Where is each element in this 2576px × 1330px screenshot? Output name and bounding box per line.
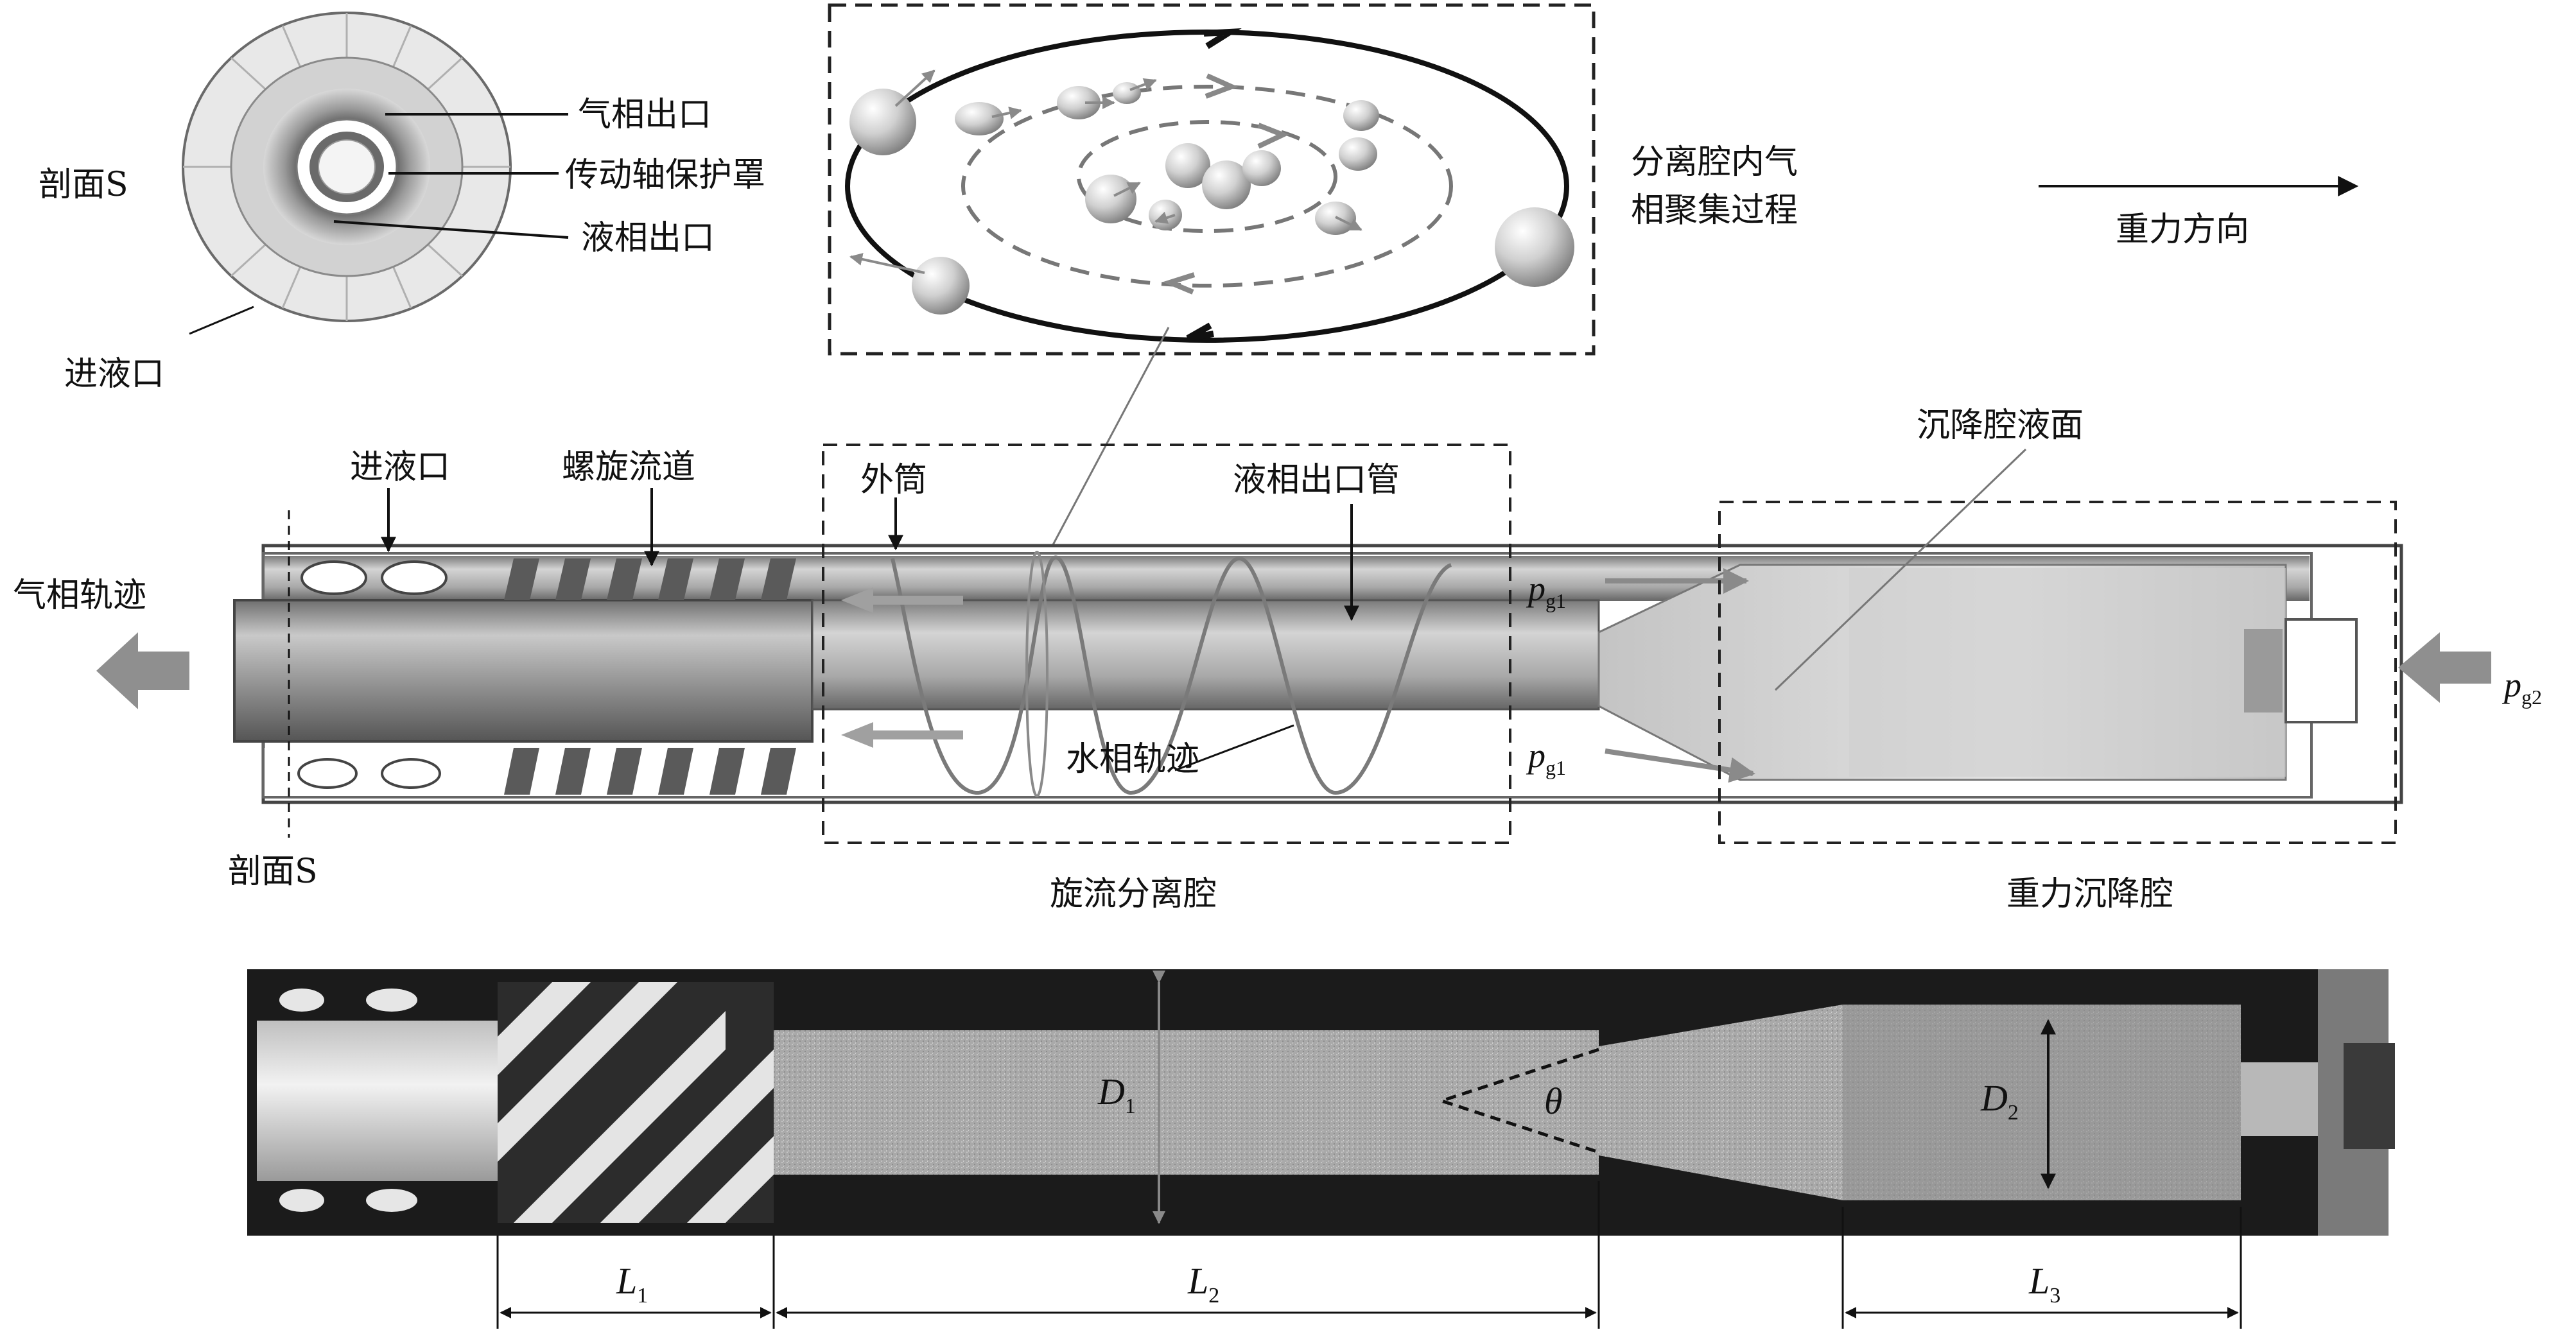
bottom-cyclone-tube: [774, 1030, 1599, 1175]
section-view: [182, 12, 512, 322]
bottom-inlet-port: [279, 989, 324, 1012]
liquid-outlet-label: 液相出口: [581, 219, 715, 257]
settling-body: [1849, 568, 2286, 777]
section-blades: [183, 13, 510, 321]
extension-lines: [496, 1181, 2242, 1329]
gravity-label: 重力方向: [2116, 211, 2249, 249]
D2-label: D2: [1980, 1077, 2019, 1125]
section-s-label-mid: 剖面S: [228, 852, 318, 891]
bubble: [1113, 82, 1141, 104]
gas-outlet-label: 气相出口: [578, 96, 711, 134]
liquid-outlet-leader: [333, 220, 569, 239]
bottom-inlet-port: [366, 1189, 417, 1212]
gas-out-arrow: [96, 632, 189, 709]
inlet-port: [381, 758, 441, 789]
bubbles: [849, 82, 1574, 315]
liquid-outlet-pipe: [811, 599, 1600, 711]
surface-leader: [1774, 448, 2027, 691]
orbit-arrow-top: [1203, 28, 1242, 49]
L1-label: L1: [616, 1260, 648, 1308]
spiral-blades-top: [504, 558, 796, 600]
pg1-bottom-arrow: [1605, 748, 1755, 783]
bubble: [1242, 150, 1281, 186]
bottom-shaft: [2241, 1062, 2318, 1136]
orbit-arrow-bottom: [1186, 322, 1214, 341]
inlet-label-top: 进液口: [64, 355, 164, 393]
spiral-channel-label: 螺旋流道: [562, 448, 695, 487]
bubble: [1057, 86, 1101, 119]
middle-orbit: [961, 85, 1453, 288]
end-cap: [2284, 618, 2358, 723]
bubble: [1085, 175, 1136, 223]
theta-label: θ: [1544, 1080, 1563, 1122]
bubble: [849, 89, 916, 155]
pg2-label: pg2: [2502, 666, 2542, 709]
bottom-inlet-port: [366, 989, 417, 1012]
inlet-label-mid: 进液口: [350, 448, 450, 487]
water-traj-leader: [1174, 724, 1294, 772]
gas-flow-arrows: [841, 587, 963, 748]
cyclone-chamber-label: 旋流分离腔: [1050, 875, 1217, 913]
theta-lines: [1436, 1048, 1599, 1154]
bottom-endcap-plug: [2344, 1043, 2395, 1149]
device-middle: [96, 444, 2491, 844]
L2-label: L2: [1187, 1260, 1219, 1308]
bubble: [1495, 207, 1574, 287]
bubble-velocity-arrows: [849, 69, 1362, 274]
cyclone-chamber-frame: [822, 444, 1511, 844]
liquid-pipe-label: 液相出口管: [1233, 461, 1400, 499]
D1-label: D1: [1097, 1071, 1136, 1118]
bottom-settling-body: [1843, 1005, 2241, 1200]
bottom-inlet-port: [279, 1189, 324, 1212]
shaft-cover-label: 传动轴保护罩: [565, 156, 765, 194]
pg1-bottom-label: pg1: [1526, 736, 1566, 779]
bubble: [912, 257, 970, 315]
device-bottom: [247, 969, 2395, 1236]
pg2-arrow: [2398, 632, 2491, 703]
inlet-leader: [189, 306, 254, 335]
inset-leader: [1032, 327, 1170, 582]
spiral-rotor-stripes: [498, 982, 774, 1223]
inlet-port: [300, 560, 367, 595]
bubble: [1165, 143, 1210, 188]
outer-tube-label: 外筒: [860, 461, 927, 499]
water-trajectory-path: [891, 555, 1452, 795]
section-shaft-hole: [318, 139, 376, 194]
bubble: [1149, 200, 1182, 230]
orbit-arrow-mid-top: [1205, 73, 1239, 99]
orbit-arrow-mid-bottom: [1162, 272, 1196, 295]
bubble: [1339, 137, 1377, 171]
inner-orbit: [1077, 120, 1337, 233]
pg1-top-label: pg1: [1526, 569, 1566, 612]
L3-label: L3: [2028, 1260, 2060, 1308]
surface-label: 沉降腔液面: [1917, 406, 2084, 445]
bubble: [1202, 160, 1251, 209]
water-trajectory-label: 水相轨迹: [1066, 740, 1199, 779]
end-shaft: [2244, 629, 2283, 712]
helix-loop: [1025, 551, 1049, 797]
spiral-blades-bottom: [504, 748, 796, 795]
gas-outlet-pipe: [233, 599, 814, 743]
bubble: [955, 102, 1004, 135]
inset-caption-line2: 相聚集过程: [1631, 191, 1798, 230]
bubble: [1343, 100, 1379, 131]
gas-trajectory-label: 气相轨迹: [13, 576, 146, 615]
bubble-inset: [828, 3, 1596, 356]
inlet-port: [297, 758, 358, 789]
section-s-label-top: 剖面S: [39, 166, 128, 204]
orbit-arrow-inner: [1257, 123, 1290, 149]
gravity-chamber-label: 重力沉降腔: [2006, 875, 2173, 913]
inset-caption-line1: 分离腔内气: [1631, 143, 1798, 182]
bottom-outlet-pipe: [257, 1021, 498, 1181]
inlet-port: [381, 560, 448, 595]
